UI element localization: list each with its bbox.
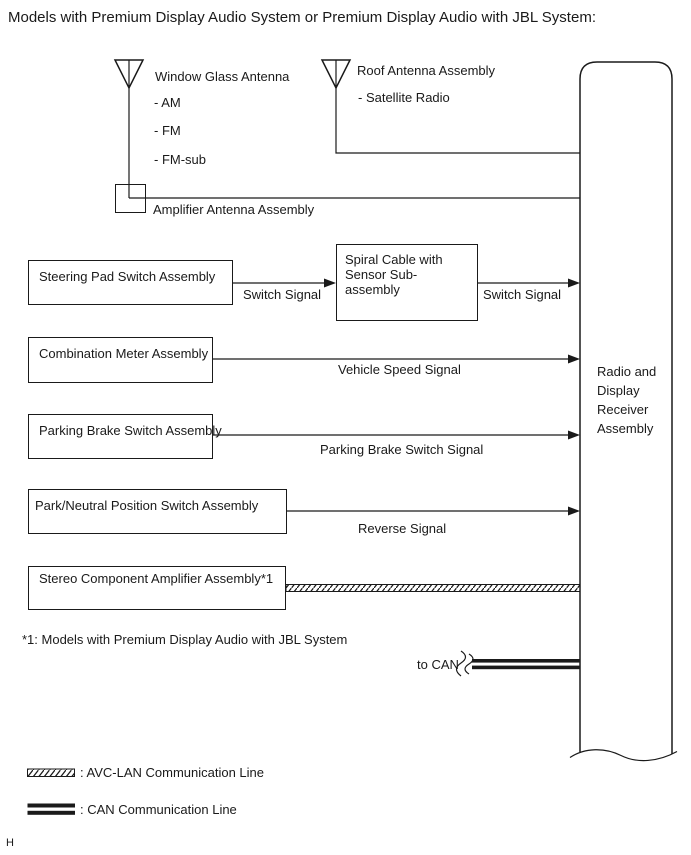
arrow-parking-brake: [213, 430, 580, 440]
switch-signal-label-1: Switch Signal: [243, 287, 322, 302]
footnote: *1: Models with Premium Display Audio wi…: [22, 632, 348, 647]
roof-antenna-band-satellite: - Satellite Radio: [358, 90, 450, 105]
window-antenna-band-fm: - FM: [154, 123, 181, 138]
can-break-squiggle-2: [464, 653, 474, 675]
arrow-spiral-to-receiver: [478, 278, 580, 288]
legend-avc-swatch: [27, 768, 75, 777]
spiral-cable-box: Spiral Cable with Sensor Sub-assembly: [336, 244, 478, 321]
roof-antenna-icon: [320, 59, 580, 154]
vehicle-speed-signal-label: Vehicle Speed Signal: [338, 362, 461, 377]
combination-meter-box: Combination Meter Assembly: [28, 337, 213, 383]
roof-antenna-label: Roof Antenna Assembly: [357, 63, 496, 78]
to-can-label: to CAN: [417, 657, 459, 672]
window-antenna-label: Window Glass Antenna: [155, 69, 290, 84]
steering-pad-switch-box: Steering Pad Switch Assembly: [28, 260, 233, 305]
receiver-box-wavy-bottom: [569, 749, 678, 762]
arrow-reverse: [287, 506, 580, 516]
stereo-amplifier-box: Stereo Component Amplifier Assembly*1: [28, 566, 286, 610]
can-line: [455, 650, 580, 677]
arrow-vehicle-speed: [213, 354, 580, 364]
avc-lan-line: [285, 584, 581, 592]
legend-can-swatch: [27, 803, 75, 815]
page-marker: H: [6, 837, 14, 849]
park-neutral-switch-box: Park/Neutral Position Switch Assembly: [28, 489, 287, 534]
legend-can-label: : CAN Communication Line: [80, 802, 237, 817]
receiver-label: Radio and Display Receiver Assembly: [597, 364, 657, 436]
window-antenna-band-am: - AM: [154, 95, 181, 110]
can-break-squiggle: [455, 650, 467, 677]
diagram-title: Models with Premium Display Audio System…: [8, 9, 596, 26]
amplifier-antenna-label: Amplifier Antenna Assembly: [153, 202, 315, 217]
reverse-signal-label: Reverse Signal: [358, 521, 447, 536]
window-antenna-icon: [113, 59, 145, 198]
window-antenna-band-fmsub: - FM-sub: [154, 152, 206, 167]
parking-brake-switch-box: Parking Brake Switch Assembly: [28, 414, 222, 459]
roof-antenna-feed-line: [335, 60, 580, 154]
parking-brake-signal-label: Parking Brake Switch Signal: [320, 442, 484, 457]
legend-avc-label: : AVC-LAN Communication Line: [80, 765, 265, 780]
switch-signal-label-2: Switch Signal: [483, 287, 562, 302]
arrow-steering-to-spiral: [233, 278, 336, 288]
receiver-box-outline: [569, 61, 678, 762]
amplifier-antenna-box: [115, 184, 146, 213]
